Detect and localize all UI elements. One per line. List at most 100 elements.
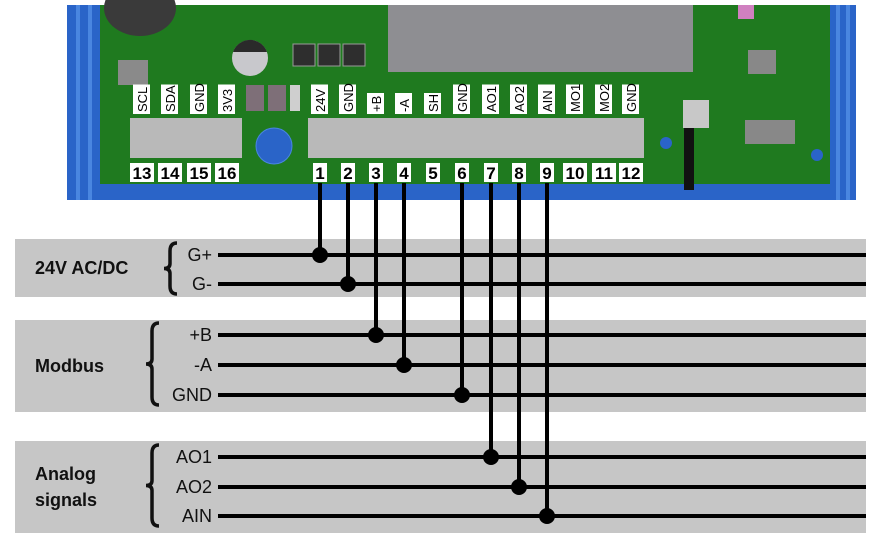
signal-label: G-: [192, 274, 212, 294]
pin-label-gnd: GND: [453, 83, 470, 114]
signal-label: +B: [189, 325, 212, 345]
inductor: [317, 43, 341, 67]
pin-number-12: 12: [622, 164, 641, 183]
terminal-block-right: [308, 118, 644, 158]
capacitor-top: [233, 39, 267, 52]
pin-number-bg: [512, 163, 526, 182]
group-labels: 24V AC/DCG+G-Modbus+B-AGNDAnalogsignalsA…: [35, 241, 212, 528]
housing-stripe: [836, 5, 840, 200]
housing-stripe: [88, 5, 92, 200]
group-label: signals: [35, 490, 97, 510]
pin-number-8: 8: [514, 164, 523, 183]
pin-label-ao2: AO2: [510, 84, 527, 114]
terminal-block-left: [130, 118, 242, 158]
pin-label-ain: AIN: [538, 84, 555, 114]
pin-number-bg: [540, 163, 554, 182]
junction-dot: [511, 479, 527, 495]
wires: [218, 183, 866, 524]
pin-label-bg: [622, 84, 639, 114]
pin-label-bg: [339, 84, 356, 114]
pin-label-text: GND: [341, 83, 356, 112]
pin-number-bg: [130, 163, 154, 182]
pin-label-bg: [510, 84, 527, 114]
signal-label: G+: [187, 245, 212, 265]
pin-label-bg: [218, 84, 235, 114]
pin-label-gnd: GND: [622, 83, 639, 114]
junction-dot: [368, 327, 384, 343]
junction-dot: [312, 247, 328, 263]
pin-label-bg: [453, 84, 470, 114]
pin-label-ao1: AO1: [482, 84, 499, 114]
pin-number-10: 10: [566, 164, 585, 183]
resistor: [246, 85, 264, 111]
pin-number-16: 16: [218, 164, 237, 183]
pin-label-text: +B: [369, 96, 384, 112]
pin-label-mo2: MO2: [595, 84, 612, 114]
pin-label-bg: [133, 84, 150, 114]
heatsink: [388, 5, 693, 72]
pin-label-text: GND: [624, 83, 639, 112]
pin-number-bg: [341, 163, 355, 182]
pin-number-6: 6: [457, 164, 466, 183]
pin-number-4: 4: [399, 164, 409, 183]
junction-dot: [454, 387, 470, 403]
signal-label: AO1: [176, 447, 212, 467]
housing-stripe: [846, 5, 850, 200]
pin-label-gnd: GND: [190, 83, 207, 114]
pin-label-bg: [595, 84, 612, 114]
pin-number-7: 7: [486, 164, 495, 183]
pin-label-mo1: MO1: [566, 84, 583, 114]
pin-number-bg: [455, 163, 469, 182]
pin-label-bg: [538, 84, 555, 114]
signal-label: -A: [194, 355, 212, 375]
pin-label-text: GND: [455, 83, 470, 112]
pin-number-9: 9: [542, 164, 551, 183]
pin-label-24v: 24V: [311, 84, 328, 114]
board-bottom-strip: [100, 184, 830, 200]
led-component: [738, 5, 754, 19]
via: [811, 149, 823, 161]
pin-number-bg: [369, 163, 383, 182]
junction-dot: [340, 276, 356, 292]
pin-number-bg: [215, 163, 239, 182]
pin-number-bg: [484, 163, 498, 182]
pin-number-bg: [563, 163, 587, 182]
pin-number-bg: [187, 163, 211, 182]
pin-label-bg: [367, 93, 384, 114]
mounting-hole: [255, 127, 293, 165]
pin-label-text: AO1: [484, 86, 499, 112]
brace-icon: [163, 241, 178, 296]
pin-label-3v3: 3V3: [218, 84, 235, 114]
pin-number-15: 15: [190, 164, 209, 183]
group-label: Modbus: [35, 356, 104, 376]
pin-label-bg: [161, 84, 178, 114]
pin-label-bg: [311, 84, 328, 114]
pin-label-text: MO1: [568, 84, 583, 112]
ic-chip: [745, 120, 795, 144]
junction-dot: [539, 508, 555, 524]
board-housing-right: [826, 5, 856, 200]
pin-label-bg: [424, 93, 441, 114]
pin-label-text: AIN: [540, 90, 555, 112]
housing-stripe: [76, 5, 80, 200]
pin-label-bg: [395, 93, 412, 114]
pin-label-bg: [190, 84, 207, 114]
junction-dot: [483, 449, 499, 465]
pin-label-b: +B: [367, 93, 384, 114]
pin-label-text: -A: [397, 99, 412, 112]
resistor: [268, 85, 286, 111]
pin-label-text: GND: [192, 83, 207, 112]
pin-label-a: -A: [395, 93, 412, 114]
pin-label-text: AO2: [512, 86, 527, 112]
usb-connector: [683, 100, 709, 128]
pin-label-text: 3V3: [220, 89, 235, 112]
group-label: Analog: [35, 464, 96, 484]
pin-label-sda: SDA: [161, 84, 178, 114]
pin-label-text: SDA: [163, 85, 178, 112]
large-capacitor: [104, 0, 176, 36]
pin-label-scl: SCL: [133, 84, 150, 114]
pin-number-13: 13: [133, 164, 152, 183]
